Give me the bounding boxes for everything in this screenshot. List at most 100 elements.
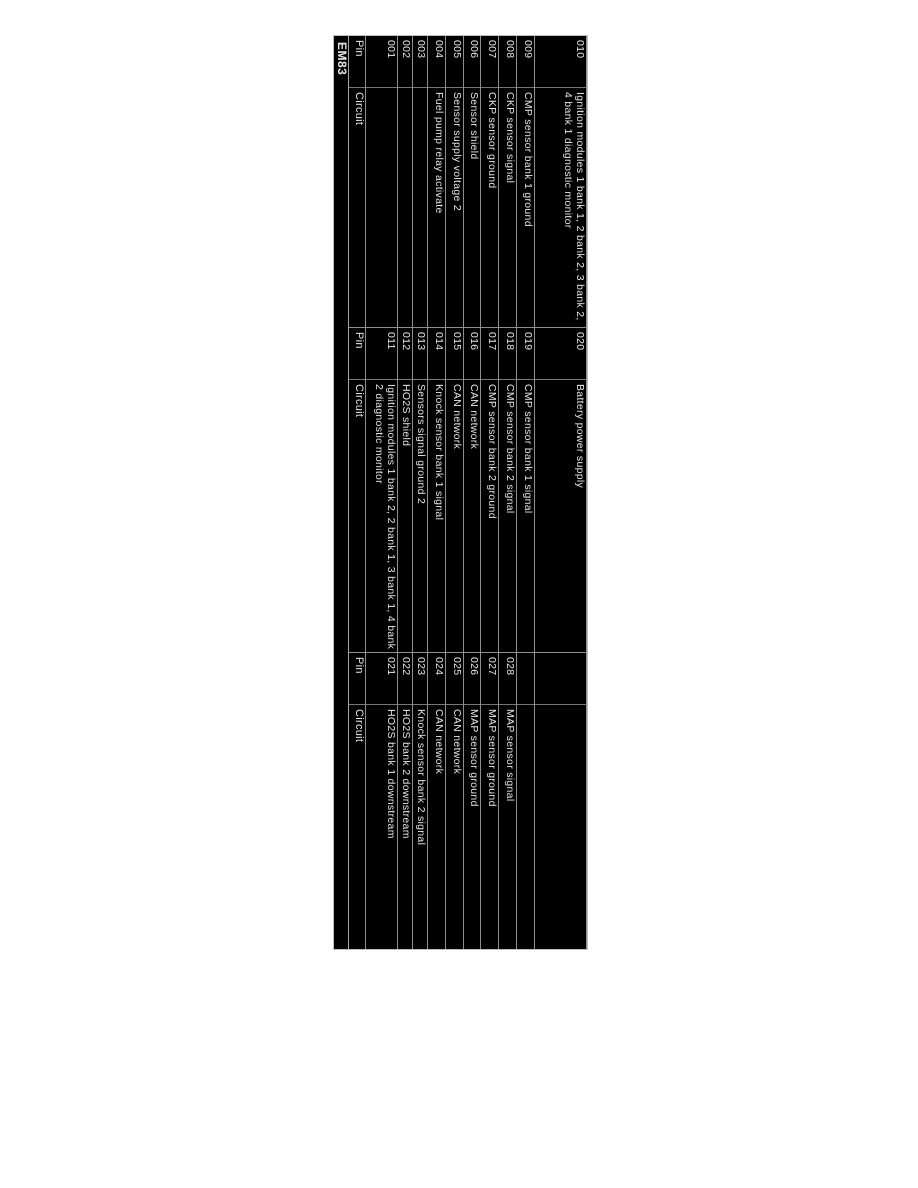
circuit-label: Ignition modules 1 bank 2, 2 bank 1, 3 b… <box>373 384 397 650</box>
circuit-label: CMP sensor bank 1 ground <box>522 92 534 227</box>
circuit-label: MAP sensor ground <box>468 709 480 807</box>
pin-circuit-cell: 002 <box>398 36 412 328</box>
pin-number: 006 <box>464 36 480 88</box>
circuit-label: CAN network <box>468 384 480 450</box>
circuit-label: HO2S bank 1 downstream <box>385 709 397 839</box>
pin-number: 011 <box>366 328 397 380</box>
circuit-column-header: Circuit <box>353 92 365 126</box>
circuit-label: Sensor supply voltage 2 <box>451 92 463 211</box>
pin-circuit-cell: 003 <box>413 36 427 328</box>
circuit-label: CAN network <box>433 709 445 775</box>
pin-circuit-cell <box>517 653 534 949</box>
pin-number: 019 <box>517 328 534 380</box>
pin-number: 021 <box>366 653 397 705</box>
circuit-label: CKP sensor signal <box>504 92 516 184</box>
pinout-table: EM83 Pin Circuit Pin Circuit Pin Circuit… <box>333 35 588 950</box>
pin-number: 004 <box>428 36 445 88</box>
pin-number: 023 <box>413 653 427 705</box>
circuit-label: Ignition modules 1 bank 1, 2 bank 2, 3 b… <box>562 92 586 321</box>
pin-number: 017 <box>481 328 498 380</box>
circuit-label: CMP sensor bank 2 signal <box>504 384 516 514</box>
pin-number: 007 <box>481 36 498 88</box>
header-band-group2: Pin Circuit <box>349 328 365 653</box>
circuit-label: CKP sensor ground <box>486 92 498 189</box>
pin-number: 003 <box>413 36 427 88</box>
pin-number: 028 <box>499 653 516 705</box>
circuit-label <box>517 705 534 949</box>
circuit-label: CAN network <box>451 709 463 775</box>
pin-column-header: Pin <box>349 653 365 705</box>
pin-number: 020 <box>535 328 586 380</box>
pin-number: 016 <box>464 328 480 380</box>
circuit-label: MAP sensor signal <box>504 709 516 802</box>
circuit-label: HO2S shield <box>400 384 412 447</box>
circuit-label: CMP sensor bank 1 signal <box>522 384 534 514</box>
header-band-group3: Pin Circuit <box>349 653 365 949</box>
circuit-label: CMP sensor bank 2 ground <box>486 384 498 519</box>
pin-number: 015 <box>446 328 463 380</box>
pin-number <box>517 653 534 705</box>
circuit-label: Sensors signal ground 2 <box>415 384 427 505</box>
pin-number: 027 <box>481 653 498 705</box>
circuit-label: CAN network <box>451 384 463 450</box>
circuit-column-header: Circuit <box>353 384 365 418</box>
circuit-label <box>535 705 586 949</box>
circuit-label: Knock sensor bank 2 signal <box>415 709 427 846</box>
pin-number: 010 <box>535 36 586 88</box>
circuit-label: Battery power supply <box>574 384 586 489</box>
pin-number: 013 <box>413 328 427 380</box>
pin-number: 009 <box>517 36 534 88</box>
circuit-label <box>366 88 397 327</box>
pin-circuit-cell: 001 <box>366 36 397 328</box>
title-strip: EM83 <box>334 36 349 949</box>
pin-number: 025 <box>446 653 463 705</box>
pin-number: 022 <box>398 653 412 705</box>
pin-number: 001 <box>366 36 397 88</box>
circuit-label: Knock sensor bank 1 signal <box>433 384 445 521</box>
circuit-column-header: Circuit <box>353 709 365 743</box>
connector-title: EM83 <box>335 42 349 76</box>
pin-circuit-cell <box>535 653 586 949</box>
pin-number: 002 <box>398 36 412 88</box>
pin-number <box>535 653 586 705</box>
pin-number: 018 <box>499 328 516 380</box>
pin-number: 014 <box>428 328 445 380</box>
circuit-label <box>413 88 427 327</box>
header-band-group1: Pin Circuit <box>349 36 365 328</box>
header-strip: Pin Circuit Pin Circuit Pin Circuit <box>349 36 366 949</box>
circuit-label <box>398 88 412 327</box>
pin-number: 012 <box>398 328 412 380</box>
pin-number: 026 <box>464 653 480 705</box>
pin-column-header: Pin <box>349 36 365 88</box>
